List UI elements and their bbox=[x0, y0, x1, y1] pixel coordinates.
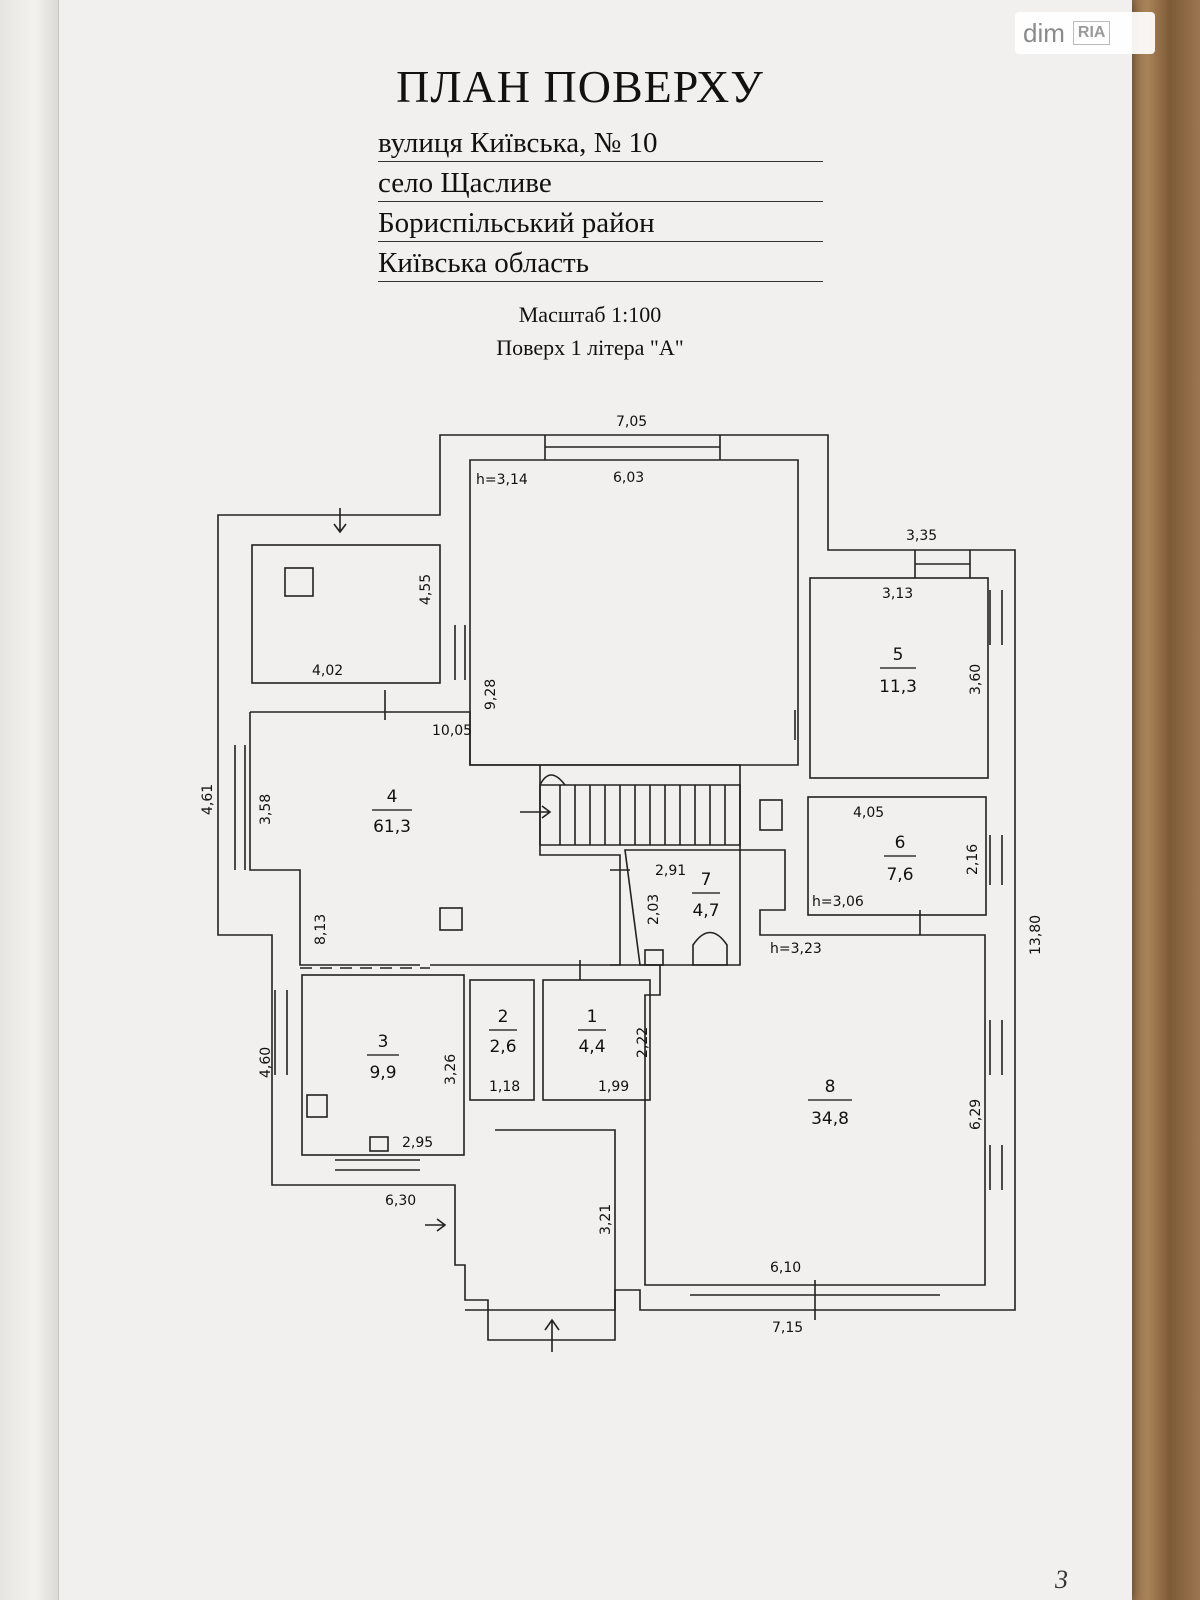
wooden-table-background bbox=[1125, 0, 1200, 1600]
scale-label: Масштаб 1:100 bbox=[518, 302, 662, 327]
svg-text:4: 4 bbox=[387, 787, 398, 807]
page-number: 3 bbox=[1055, 1565, 1068, 1594]
floor-label: Поверх 1 літера "А" bbox=[496, 335, 684, 360]
room-1-label: 1 4,4 bbox=[578, 1007, 606, 1057]
dim-r2-width: 1,18 bbox=[489, 1079, 520, 1095]
dim-r1-width: 1,99 bbox=[598, 1079, 629, 1095]
dim-entry-width: 6,30 bbox=[385, 1193, 416, 1209]
dim-r8-width: 6,10 bbox=[770, 1260, 801, 1276]
dim-r3-side: 3,26 bbox=[443, 1054, 459, 1085]
svg-text:1: 1 bbox=[587, 1007, 598, 1027]
dim-top-inner: 6,03 bbox=[613, 470, 644, 486]
dim-nw-height: 4,55 bbox=[418, 574, 434, 605]
dim-r7-width: 2,91 bbox=[655, 863, 686, 879]
previous-page-edge bbox=[0, 0, 59, 1600]
room-5-label: 5 11,3 bbox=[879, 645, 917, 697]
floor-plan-drawing: 7,05 6,03 h=3,14 3,35 3,13 3,60 4,55 4,0… bbox=[200, 414, 1044, 1352]
dim-top-outer: 7,05 bbox=[616, 414, 647, 430]
svg-text:7,6: 7,6 bbox=[886, 865, 913, 885]
watermark-brand: dim bbox=[1023, 17, 1065, 48]
svg-text:11,3: 11,3 bbox=[879, 677, 917, 697]
room-8-label: 8 34,8 bbox=[808, 1077, 852, 1129]
dim-n-side: 9,28 bbox=[483, 679, 499, 710]
dim-right-total: 13,80 bbox=[1028, 915, 1044, 955]
dim-r3-left: 4,60 bbox=[258, 1047, 274, 1078]
watermark-logo: RIA bbox=[1072, 21, 1111, 45]
svg-text:4,4: 4,4 bbox=[578, 1037, 605, 1057]
dim-bottom-outer: 7,15 bbox=[772, 1320, 803, 1336]
dim-r7-side: 2,03 bbox=[646, 894, 662, 925]
room-7-label: 7 4,7 bbox=[692, 870, 720, 921]
room-4-label: 4 61,3 bbox=[372, 787, 412, 837]
dim-left-outer: 4,61 bbox=[200, 784, 216, 815]
dim-entry-side: 3,21 bbox=[598, 1204, 614, 1235]
dim-r4-depth: 8,13 bbox=[313, 914, 329, 945]
svg-text:2: 2 bbox=[498, 1007, 509, 1027]
svg-text:8: 8 bbox=[825, 1077, 836, 1097]
dimria-watermark: dim RIA bbox=[1015, 12, 1155, 54]
dim-h-r6: h=3,06 bbox=[812, 894, 864, 910]
address-district: Бориспільський район bbox=[378, 205, 823, 242]
dim-r3-width: 2,95 bbox=[402, 1135, 433, 1151]
svg-text:3: 3 bbox=[378, 1032, 389, 1052]
document-title: ПЛАН ПОВЕРХУ bbox=[396, 61, 764, 112]
dim-h-main: h=3,14 bbox=[476, 472, 528, 488]
svg-text:4,7: 4,7 bbox=[692, 901, 719, 921]
svg-text:2,6: 2,6 bbox=[489, 1037, 516, 1057]
dim-r1-side: 2,22 bbox=[635, 1027, 651, 1058]
room-6-label: 6 7,6 bbox=[884, 833, 916, 885]
svg-text:9,9: 9,9 bbox=[369, 1063, 396, 1083]
address-village: село Щасливе bbox=[378, 165, 823, 202]
svg-text:34,8: 34,8 bbox=[811, 1109, 849, 1129]
dim-r6-width: 4,05 bbox=[853, 805, 884, 821]
address-region: Київська область bbox=[378, 245, 823, 282]
document-sheet bbox=[0, 0, 1132, 1600]
room-2-label: 2 2,6 bbox=[489, 1007, 517, 1057]
dim-r5-side: 3,60 bbox=[968, 664, 984, 695]
dim-mid-width: 10,05 bbox=[432, 723, 472, 739]
dim-left-inner: 3,58 bbox=[258, 794, 274, 825]
dim-r6-side: 2,16 bbox=[965, 844, 981, 875]
svg-text:6: 6 bbox=[895, 833, 906, 853]
dim-r8-side: 6,29 bbox=[968, 1099, 984, 1130]
svg-text:61,3: 61,3 bbox=[373, 817, 411, 837]
dim-nw-width: 4,02 bbox=[312, 663, 343, 679]
dim-r5-inner: 3,13 bbox=[882, 586, 913, 602]
svg-text:7: 7 bbox=[701, 870, 712, 890]
svg-text:5: 5 bbox=[893, 645, 904, 665]
dim-h-r8: h=3,23 bbox=[770, 941, 822, 957]
address-street: вулиця Київська, № 10 bbox=[378, 125, 823, 162]
room-3-label: 3 9,9 bbox=[367, 1032, 399, 1083]
dim-r5-outer: 3,35 bbox=[906, 528, 937, 544]
